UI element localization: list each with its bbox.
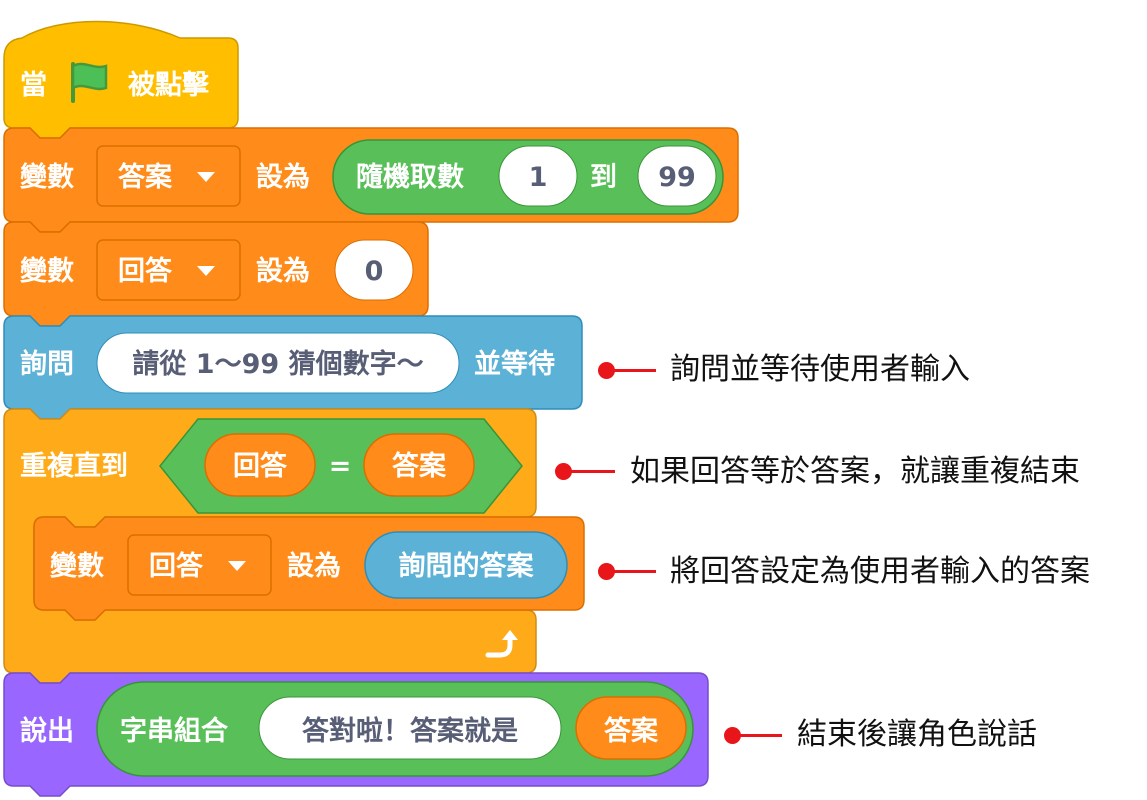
equals-sign: = — [329, 451, 352, 482]
answer-reporter[interactable]: 答案 — [575, 696, 687, 760]
annotation-dot — [555, 463, 572, 480]
repeat-until-label: 重複直到 — [20, 450, 128, 482]
answer-sensing-label: 詢問的答案 — [399, 550, 535, 582]
set-reply-block[interactable]: 變數 回答 設為 0 — [3, 221, 429, 327]
annotation-ask: 詢問並等待使用者輸入 — [670, 352, 970, 387]
set-label: 變數 — [20, 161, 74, 193]
clicked-label: 被點擊 — [128, 70, 210, 101]
ask-label: 詢問 — [20, 348, 74, 380]
random-and-label: 到 — [590, 162, 617, 193]
set-label: 變數 — [50, 550, 104, 582]
join-label: 字串組合 — [120, 715, 228, 747]
join-reporter[interactable]: 字串組合 答對啦！答案就是 答案 — [96, 681, 694, 777]
annotation-set: 將回答設定為使用者輸入的答案 — [670, 554, 1090, 589]
reply-reporter[interactable]: 回答 — [204, 433, 316, 497]
answer-reporter-label: 答案 — [392, 450, 447, 482]
question-input[interactable] — [96, 332, 460, 394]
annotation-repeat: 如果回答等於答案，就讓重複結束 — [630, 454, 1080, 489]
answer-reporter-label: 答案 — [604, 715, 659, 747]
random-to-value: 99 — [658, 162, 696, 193]
annotation-line — [608, 369, 656, 372]
set-reply-to-answer-block[interactable]: 變數 回答 設為 詢問的答案 — [33, 516, 585, 621]
say-label: 說出 — [20, 715, 74, 747]
answer-sensing-reporter[interactable]: 詢問的答案 — [364, 531, 568, 599]
say-block[interactable]: 說出 字串組合 答對啦！答案就是 答案 — [3, 672, 709, 797]
green-flag-icon — [71, 62, 108, 103]
when-label: 當 — [20, 70, 47, 101]
repeat-until-block[interactable]: 重複直到 回答 = 答案 — [3, 408, 537, 684]
random-from-value: 1 — [529, 162, 548, 193]
random-reporter[interactable]: 隨機取數 1 到 99 — [332, 139, 724, 215]
random-from-input[interactable] — [498, 145, 578, 207]
loop-arrow-icon — [485, 630, 518, 658]
join-text-input[interactable] — [258, 696, 562, 760]
set-answer-block[interactable]: 變數 答案 設為 隨機取數 1 到 99 — [3, 127, 739, 233]
value-input[interactable] — [334, 239, 414, 301]
answer-reporter[interactable]: 答案 — [363, 433, 475, 497]
annotation-line — [565, 470, 615, 473]
wait-label: 並等待 — [474, 348, 555, 380]
variable-name: 回答 — [149, 550, 204, 582]
join-text-value: 答對啦！答案就是 — [302, 715, 518, 747]
variable-dropdown[interactable]: 答案 — [96, 145, 241, 207]
variable-dropdown[interactable]: 回答 — [96, 239, 241, 301]
value-text: 0 — [365, 256, 384, 287]
variable-dropdown[interactable]: 回答 — [127, 534, 272, 596]
random-to-input[interactable] — [637, 145, 717, 207]
variable-name: 答案 — [118, 161, 173, 193]
to-label: 設為 — [256, 255, 310, 287]
to-label: 設為 — [256, 161, 310, 193]
set-label: 變數 — [20, 255, 74, 287]
annotation-dot — [598, 563, 615, 580]
annotation-line — [608, 570, 656, 573]
annotation-dot — [724, 727, 741, 744]
annotation-line — [734, 734, 782, 737]
ask-and-wait-block[interactable]: 詢問 請從 1～99 猜個數字～ 並等待 — [3, 315, 583, 420]
reply-reporter-label: 回答 — [233, 450, 288, 482]
when-flag-clicked-block[interactable]: 當 被點擊 — [3, 20, 239, 139]
question-text: 請從 1～99 猜個數字～ — [132, 348, 423, 380]
equals-condition[interactable]: 回答 = 答案 — [159, 418, 523, 514]
random-label: 隨機取數 — [356, 162, 464, 193]
annotation-dot — [598, 362, 615, 379]
to-label: 設為 — [287, 550, 341, 582]
variable-name: 回答 — [118, 255, 173, 287]
annotation-say: 結束後讓角色說話 — [797, 717, 1037, 752]
